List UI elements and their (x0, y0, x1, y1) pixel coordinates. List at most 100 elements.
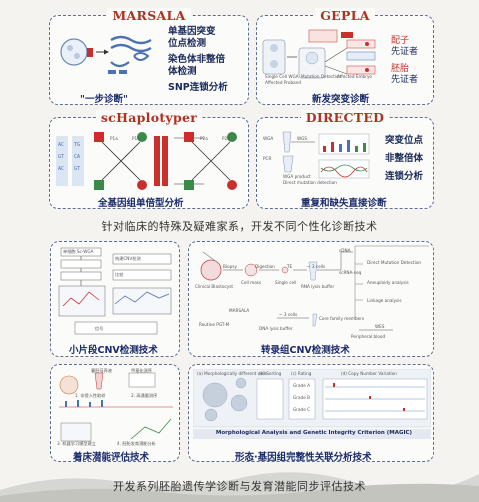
directed-tiny-2: WGS (297, 136, 308, 141)
tx-tiny-direct: Direct Mutation Detection (367, 260, 422, 265)
pot-tiny-1: 囊胚培养液 (91, 368, 112, 373)
svg-text:AC: AC (58, 142, 64, 148)
tx-tiny-3cells-b: ~ 3 cells (279, 312, 298, 317)
cnv-tiny-4: 信号 (95, 326, 104, 331)
tx-tiny-peripheral: Peripheral blood (351, 334, 386, 339)
embryo-icon (60, 38, 88, 66)
directed-feature-2: 非整倍体 (385, 153, 424, 164)
cnv-caption: 小片段CNV检测技术 (69, 345, 158, 356)
cnv-tiny-3: 比较 (115, 272, 124, 277)
potential-caption: 着床潜能评估技术 (73, 452, 150, 463)
magic-diagram (193, 369, 431, 439)
sch-tiny-3: P2a (200, 136, 208, 141)
gepla-tiny-2: Mutation Detection (301, 74, 342, 79)
cnv-tiny-2: 构建CNV检测 (115, 256, 141, 261)
magic-card: (a) Morphologically different cells (b) … (188, 364, 434, 463)
tx-tiny-aneuploidy: Aneuploidy analysis (367, 280, 409, 285)
tx-tiny-rnalysis: RNA lysis buffer (301, 284, 335, 289)
schaplotyper-title: scHaplotyper (95, 110, 203, 125)
gepla-label-gamete: 配子 (391, 36, 410, 46)
svg-text:CA: CA (74, 154, 80, 160)
magic-grade-b: Grade B (293, 395, 310, 400)
magic-grade-a: Grade A (293, 383, 310, 388)
schaplotyper-caption: 全基因组单倍型分析 (98, 198, 184, 209)
cnv-flow-diagram (58, 247, 172, 335)
magic-caption: 形态·基因组完整性关联分析技术 (235, 452, 372, 463)
gepla-tiny-1: Single Cell WGA (265, 74, 299, 79)
gepla-label-embryo: 胚胎 (391, 64, 410, 74)
magic-panel-c: (c) Rating (291, 371, 312, 376)
tx-tiny-cellmass: Cell mass (241, 280, 262, 285)
pot-tiny-4: 2. 高通量测序 (131, 393, 158, 398)
pot-tiny-2: 甲基化测序 (131, 368, 152, 373)
cnv-tiny-1: 单细胞 Sc-WGA (63, 249, 94, 254)
tx-tiny-3cells: ~ 3 cells (307, 264, 326, 269)
schaplotyper-card: scHaplotyper AC GT AC TG CA GT P1a P1b P2a P2… (49, 110, 249, 209)
sch-tiny-2: P1b (132, 136, 140, 141)
gepla-label-proband-1: 先证者 (391, 47, 419, 57)
marsala-title: MARSALA (107, 8, 191, 23)
marsala-feature-5: SNP连锁分析 (168, 82, 228, 93)
schaplotyper-diagram: AC GT AC TG CA GT (56, 132, 237, 190)
marsala-feature-4: 体检测 (168, 66, 197, 77)
directed-tiny-5: Direct mutation detection (283, 180, 337, 185)
directed-feature-1: 突变位点 (385, 135, 424, 146)
directed-card: DIRECTED WGA WGS PCR WGA product Direct … (256, 110, 434, 209)
svg-text:GT: GT (74, 166, 80, 172)
marsala-caption: "一步诊断" (80, 94, 128, 105)
potential-diagram (59, 372, 173, 442)
directed-feature-3: 连锁分析 (385, 171, 424, 182)
gepla-diagram (262, 29, 376, 79)
magic-grade-c: Grade C (293, 407, 311, 412)
magic-banner: Morphological Analysis and Genetic Integ… (215, 430, 413, 436)
gepla-label-proband-2: 先证者 (391, 75, 419, 85)
magic-panel-d: (d) Copy Number Variation (341, 371, 397, 376)
svg-text:GT: GT (58, 154, 64, 160)
tx-tiny-biopsy: Biopsy (223, 264, 237, 269)
marsala-card: MARSALA 单基因突变 位点检测 染色体非整倍 体检测 SNP连锁分析 "一… (49, 8, 249, 105)
transcriptome-card: Biopsy Digestion TE Clinical Blastocyst … (188, 241, 434, 357)
tx-tiny-singlecell: Single cell (275, 280, 297, 285)
gepla-card: GEPLA Single Cell WGA Mutation Detection… (256, 8, 434, 105)
potential-card: 囊胚培养液 甲基化测序 1. 非侵入性取样 2. 高通量测序 3. 机器学习模型… (50, 364, 180, 463)
pot-tiny-6: 4. 胚胎发育潜能分析 (117, 441, 156, 446)
directed-title: DIRECTED (300, 110, 390, 125)
directed-caption: 重复和缺失直接诊断 (301, 198, 387, 209)
magic-panel-b: (b) Sorting (259, 371, 282, 376)
landscape-decoration (0, 472, 479, 502)
section2-text: 开发系列胚胎遗传学诊断与发育潜能同步评估技术 (113, 480, 366, 493)
marsala-feature-2: 位点检测 (168, 38, 207, 49)
marsala-feature-3: 染色体非整倍 (168, 54, 226, 65)
cnv-card: 单细胞 Sc-WGA 构建CNV检测 比较 信号 小片段CNV检测技术 (50, 241, 180, 357)
gepla-tiny-4: Affected Proband (265, 80, 302, 85)
tx-tiny-cdna: cDNA (339, 248, 351, 253)
gepla-caption: 新发突变诊断 (312, 94, 370, 105)
directed-tiny-1: WGA (263, 136, 274, 141)
tx-tiny-marsala: MARSALA (229, 308, 250, 313)
tx-tiny-te: TE (287, 264, 293, 269)
svg-text:TG: TG (74, 142, 80, 148)
transcriptome-caption: 转录组CNV检测技术 (261, 345, 350, 356)
magic-panel-a: (a) Morphologically different cells (197, 371, 267, 376)
tx-tiny-linkage: Linkage analysis (367, 298, 402, 303)
tx-tiny-routine: Routine PGT-M (199, 322, 230, 327)
tx-tiny-clinical: Clinical Blastocyst (195, 284, 234, 289)
directed-tiny-3: PCR (263, 156, 272, 161)
sch-tiny-4: P2b (222, 136, 230, 141)
gepla-tiny-3: Affected Embryo (337, 74, 372, 79)
tx-tiny-corefamily: Core family members (319, 316, 365, 321)
section1-text: 针对临床的特殊及疑难家系，开发不同个性化诊断技术 (101, 220, 378, 233)
pot-tiny-3: 1. 非侵入性取样 (75, 393, 106, 398)
transcriptome-diagram (200, 245, 429, 331)
marsala-diagram (60, 35, 152, 74)
directed-diagram (282, 131, 370, 179)
tx-tiny-scrna: scRNA-seq (339, 270, 362, 275)
gepla-title: GEPLA (315, 8, 375, 23)
marsala-feature-1: 单基因突变 (168, 26, 216, 37)
tx-tiny-dnalysis: DNA lysis buffer (259, 326, 293, 331)
directed-tiny-4: WGA product (283, 174, 311, 179)
pot-tiny-5: 3. 机器学习模型建立 (57, 441, 96, 446)
svg-text:AC: AC (58, 166, 64, 172)
tx-tiny-wes: WES (375, 324, 385, 329)
sch-tiny-1: P1a (110, 136, 118, 141)
